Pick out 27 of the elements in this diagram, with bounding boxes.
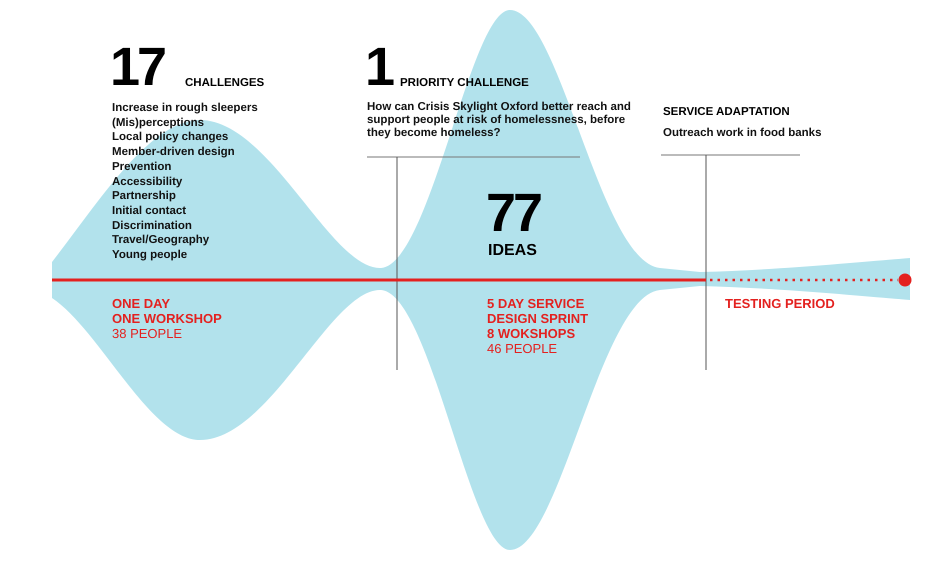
stage-label: 5 DAY SERVICE DESIGN SPRINT — [487, 297, 590, 327]
list-item: Initial contact — [112, 204, 186, 218]
stage-label: ONE DAY — [112, 297, 170, 312]
list-item: Discrimination — [112, 220, 192, 233]
list-item: Outreach work in food banks — [663, 127, 822, 140]
list-item: Accessibility — [112, 176, 182, 189]
heading: CHALLENGES — [185, 77, 264, 90]
stage-label: TESTING PERIOD — [725, 297, 835, 312]
question-text: How can Crisis Skylight Oxford better reach and support people at risk of homelessness, before they become homeless? — [367, 101, 632, 141]
list-item: Increase in rough sleepers — [112, 102, 258, 116]
list-item: Young people — [112, 249, 188, 262]
heading: IDEAS — [488, 242, 537, 260]
stage-label: 38 PEOPLE — [112, 327, 182, 342]
list-item: Travel/Geography — [112, 234, 210, 248]
big-number: 17 — [110, 40, 164, 94]
stage-label: 46 PEOPLE — [487, 342, 558, 357]
big-number: 77 — [486, 186, 540, 240]
big-number: 1 — [365, 40, 392, 94]
list-item: Partnership — [112, 190, 176, 204]
list-item: (Mis)perceptions — [112, 116, 204, 130]
stage-label: 8 WOKSHOPS — [487, 327, 576, 342]
heading: PRIORITY CHALLENGE — [400, 77, 529, 90]
stage-label: ONE WORKSHOP — [112, 312, 222, 327]
list-item: Prevention — [112, 160, 172, 174]
list-item: Local policy changes — [112, 131, 228, 145]
list-item: Member-driven design — [112, 146, 235, 160]
heading: SERVICE ADAPTATION — [663, 106, 790, 120]
